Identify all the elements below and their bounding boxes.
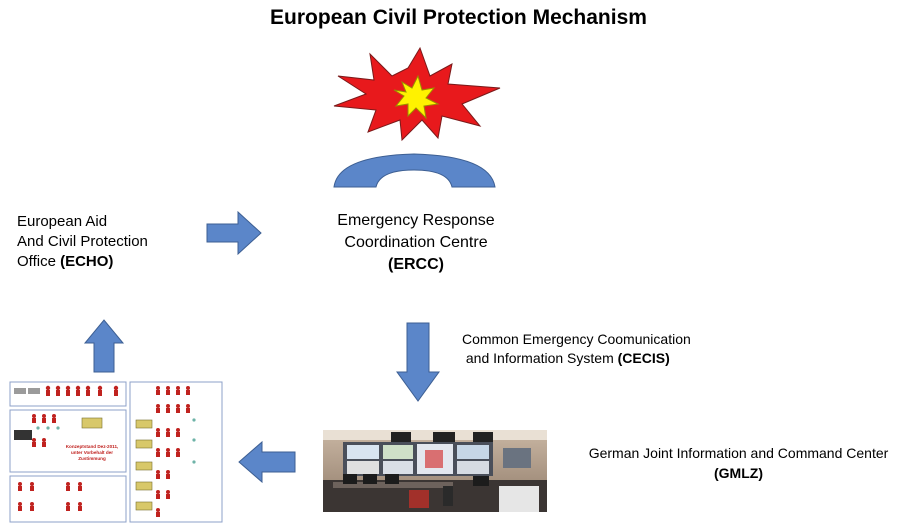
screen-map-overlay — [425, 450, 443, 468]
explosion-icon — [333, 46, 501, 142]
arrow-right-echo-to-ercc — [206, 210, 262, 256]
doc-figures-row-2 — [18, 414, 82, 511]
screen-2 — [383, 445, 413, 459]
ercc-line-2: Coordination Centre — [344, 234, 488, 251]
monitor-2 — [363, 474, 377, 484]
resource-plan-document: Konzeptstand Dez-2011, unter Vorbehalt d… — [8, 380, 224, 523]
doc-box-3 — [9, 475, 127, 523]
arrow-right-shape — [206, 210, 262, 256]
doc-stamp-line-2: unter Vorbehalt der — [71, 450, 113, 455]
screen-1 — [347, 445, 379, 459]
diagram-title: European Civil Protection Mechanism — [270, 6, 647, 29]
cecis-label: Common Emergency Coomunication and Infor… — [462, 330, 691, 368]
screen-6 — [457, 461, 489, 474]
doc-vehicle-row — [14, 388, 40, 394]
echo-line-1: European Aid — [17, 213, 108, 230]
side-screen — [503, 448, 531, 468]
doc-truck-yellow — [81, 417, 103, 429]
arrow-down-ercc-to-gmlz — [396, 322, 440, 402]
gmlz-line-1: German Joint Information and Command Cen… — [588, 445, 889, 461]
tv-right — [473, 432, 493, 442]
ercc-label: Emergency Response Coordination Centre (… — [300, 210, 532, 276]
arrow-left-gmlz-to-document — [238, 440, 296, 484]
cecis-line-2-prefix: and Information System — [462, 350, 618, 366]
handset-arc-icon — [333, 153, 496, 188]
doc-stamp-line-1: Konzeptstand Dez-2011, — [66, 444, 119, 449]
echo-abbr: (ECHO) — [60, 253, 114, 270]
arrow-down-shape — [396, 322, 440, 402]
monitor-1 — [343, 474, 357, 484]
doc-right-trucks — [135, 419, 153, 511]
echo-line-3-prefix: Office — [17, 253, 61, 270]
desk-top — [333, 482, 453, 488]
doc-figures-row-1 — [45, 385, 119, 396]
screen-5 — [383, 461, 413, 474]
gmlz-label: German Joint Information and Command Cen… — [560, 443, 917, 483]
monitor-4 — [473, 476, 489, 486]
gmlz-abbr: (GMLZ) — [714, 465, 763, 481]
doc-teal-dots — [36, 418, 196, 464]
handset-arc-shape — [333, 153, 496, 188]
arrow-up-shape — [83, 319, 125, 373]
document-page — [8, 380, 224, 523]
cecis-abbr: (CECIS) — [617, 350, 670, 366]
doc-stamp-line-3: Zustimmung — [78, 456, 106, 461]
tv-center — [433, 432, 455, 442]
control-room-photo — [323, 430, 547, 512]
echo-line-3: Office (ECHO) — [17, 252, 148, 272]
screen-3 — [457, 445, 489, 459]
arrow-up-document-to-echo — [83, 319, 125, 373]
arrow-left-shape — [238, 440, 296, 484]
chair-red — [409, 490, 429, 508]
person — [443, 486, 453, 506]
echo-label: European Aid And Civil Protection Office… — [17, 212, 148, 272]
echo-line-2: And Civil Protection — [17, 233, 148, 250]
screen-4 — [347, 461, 379, 474]
ercc-abbr: (ERCC) — [388, 256, 444, 273]
cecis-line-2: and Information System (CECIS) — [462, 349, 691, 368]
doc-box-1 — [9, 381, 127, 407]
desk-right — [499, 486, 539, 512]
doc-right-figures — [156, 386, 190, 517]
monitor-3 — [385, 474, 399, 484]
tv-left — [391, 432, 411, 442]
doc-truck-dark — [14, 430, 32, 440]
ercc-line-1: Emergency Response — [337, 212, 495, 229]
doc-box-2 — [9, 409, 127, 473]
explosion-inner — [393, 74, 440, 120]
doc-box-4 — [129, 381, 223, 523]
cecis-line-1: Common Emergency Coomunication — [462, 331, 691, 347]
